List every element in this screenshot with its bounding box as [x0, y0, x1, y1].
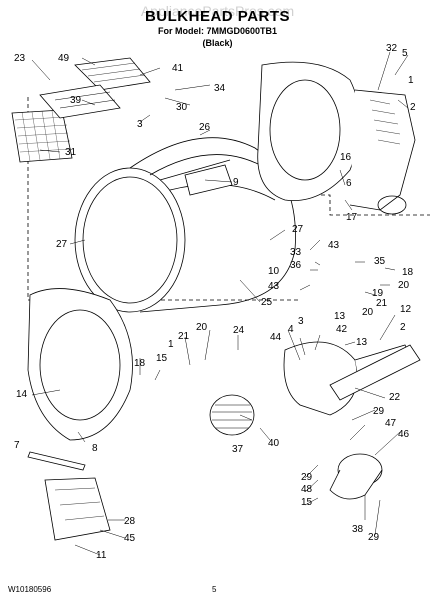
front-bulkhead: [27, 288, 133, 441]
callout-22: 22: [389, 392, 401, 403]
callout-37: 37: [232, 444, 244, 455]
callout-35: 35: [374, 256, 386, 267]
callout-46: 46: [398, 429, 410, 440]
callout-23: 23: [14, 53, 26, 64]
callout-18-left: 18: [134, 358, 146, 369]
callout-36: 36: [290, 260, 302, 271]
callout-33: 33: [290, 247, 302, 258]
callout-10: 10: [268, 266, 280, 277]
callout-45: 45: [124, 533, 136, 544]
callout-24: 24: [233, 325, 245, 336]
rear-bulkhead: [257, 61, 416, 215]
callout-28: 28: [124, 516, 136, 527]
callout-25: 25: [261, 297, 273, 308]
callout-14: 14: [16, 389, 28, 400]
callout-43-top: 43: [328, 240, 340, 251]
callout-20-right: 20: [398, 280, 410, 291]
seal-strip: [27, 451, 86, 471]
callout-2: 2: [410, 102, 416, 113]
lint-screen: [11, 109, 73, 163]
callout-19: 19: [372, 288, 384, 299]
callout-29-mid: 29: [301, 472, 313, 483]
callout-40: 40: [268, 438, 280, 449]
callout-7: 7: [14, 440, 20, 451]
callout-30: 30: [176, 102, 188, 113]
callout-38: 38: [352, 524, 364, 535]
callout-21-left: 21: [178, 331, 190, 342]
blower-wheel: [209, 394, 255, 436]
callout-39: 39: [70, 95, 82, 106]
drive-motor: [329, 453, 383, 500]
model-line: For Model: 7MMGD0600TB1: [157, 26, 278, 36]
callout-3: 3: [137, 119, 143, 130]
callout-27-left: 27: [56, 239, 68, 250]
color-line: (Black): [202, 38, 233, 48]
callout-6: 6: [346, 178, 352, 189]
callout-13-right: 13: [356, 337, 368, 348]
page-title: BULKHEAD PARTS: [144, 8, 291, 25]
callout-15: 15: [156, 353, 168, 364]
callout-1-mid: 1: [168, 339, 174, 350]
callout-20-mid: 20: [362, 307, 374, 318]
callout-41: 41: [172, 63, 184, 74]
page-number: 5: [212, 585, 217, 594]
callout-27-right: 27: [292, 224, 304, 235]
callout-2-right: 2: [400, 322, 406, 333]
callout-12: 12: [400, 304, 412, 315]
callout-11: 11: [96, 550, 107, 561]
callout-4: 4: [288, 324, 294, 335]
callout-32: 32: [386, 43, 398, 54]
callout-29-top: 29: [373, 406, 385, 417]
top-grille: [74, 57, 151, 91]
callout-47: 47: [385, 418, 397, 429]
lower-bracket: [44, 477, 111, 541]
callout-44: 44: [270, 332, 282, 343]
callout-18-right: 18: [402, 267, 414, 278]
exhaust-duct: [329, 344, 421, 401]
callout-13-top: 13: [334, 311, 346, 322]
callout-5: 5: [402, 48, 408, 59]
callout-26: 26: [199, 122, 211, 133]
callout-48: 48: [301, 484, 313, 495]
callout-8: 8: [92, 443, 98, 454]
callout-29-bottom: 29: [368, 532, 380, 543]
callout-43-mid: 43: [268, 281, 280, 292]
callout-1: 1: [408, 75, 414, 86]
callout-17: 17: [346, 212, 358, 223]
callout-42: 42: [336, 324, 348, 335]
callout-3-mid: 3: [298, 316, 304, 327]
callout-20-left: 20: [196, 322, 208, 333]
callout-15-lower: 15: [301, 497, 313, 508]
doc-number: W10180596: [8, 585, 52, 594]
callout-21-right: 21: [376, 298, 388, 309]
callout-34: 34: [214, 83, 226, 94]
callout-16: 16: [340, 152, 352, 163]
callout-31: 31: [65, 147, 77, 158]
callout-9: 9: [233, 177, 239, 188]
watermark: AppliancePartsPros.com: [140, 3, 295, 19]
callout-49: 49: [58, 53, 70, 64]
dryer-drum: [74, 137, 296, 313]
